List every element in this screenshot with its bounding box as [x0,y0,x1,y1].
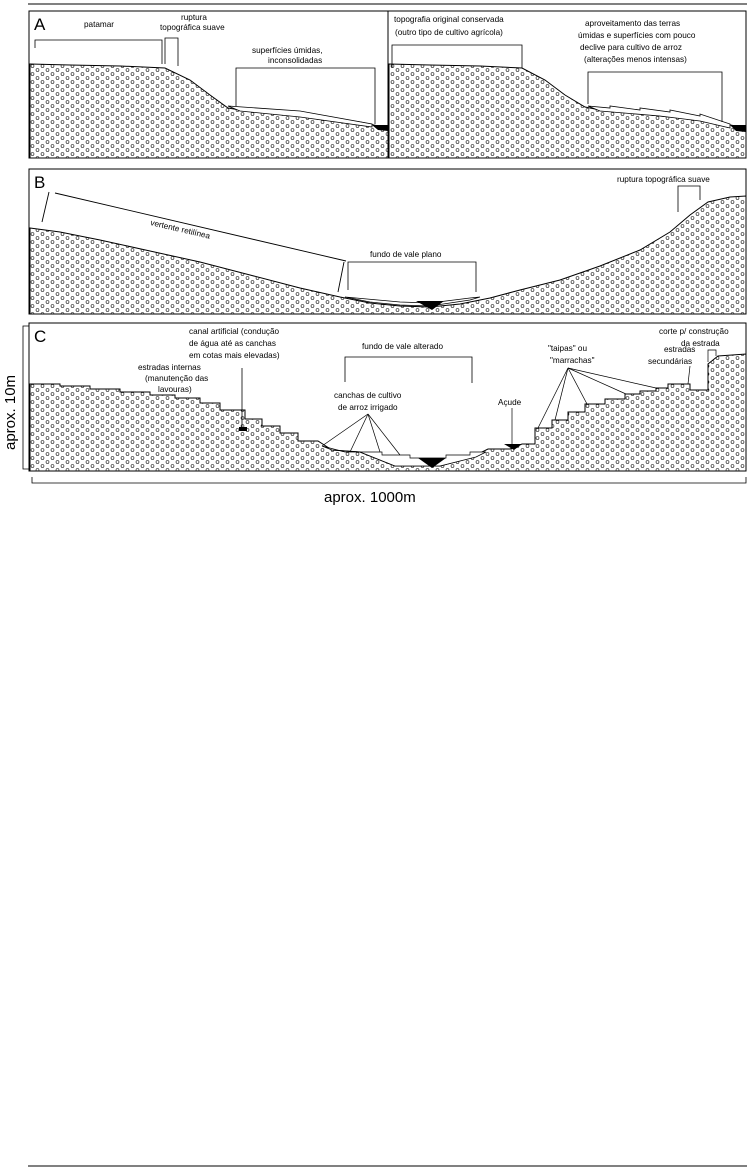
panel-b: B vertente retilínea fundo de vale plano… [28,168,747,315]
label-ruptura-2: topográfica suave [160,23,225,32]
leader-taipas-2 [554,367,569,421]
panel-c-canchas [321,445,487,467]
panel-c-acude [504,444,522,450]
label-estradas-sec-1: estradas [664,345,695,354]
panel-a-right-terraces [587,105,731,129]
label-umidas-2: inconsolidadas [268,56,322,65]
bracket-fundo-alterado [344,356,473,383]
label-topografia-2: (outro tipo de cultivo agrícola) [395,28,503,37]
leader-taipas-4 [567,367,627,395]
bracket-aproveitamento [587,71,723,122]
leader-canchas-1 [321,413,369,447]
panel-b-letter: B [34,173,45,192]
label-scale-vertical: aprox. 10m [2,375,19,450]
bracket-fundo-plano [347,261,477,292]
vertente-tick-right [337,261,345,293]
label-fundo-alterado: fundo de vale alterado [362,342,443,351]
bracket-topografia [391,44,523,68]
label-aproveitamento-3: declive para cultivo de arroz [580,43,682,52]
label-topografia-1: topografia original conservada [394,15,504,24]
label-corte-2: da estrada [681,339,720,348]
bracket-ruptura-b [677,185,701,212]
panel-b-valley-floor [344,296,481,307]
panel-c-stream [418,458,446,468]
leader-canchas-2 [349,413,369,453]
label-scale-horizontal: aprox. 1000m [324,489,416,506]
panel-c-canal [239,427,247,431]
panel-c: C canal artificial (condução de água até… [28,322,747,472]
leader-taipas-3 [567,367,588,405]
scale-vertical: aprox. 10m [2,325,29,470]
label-taipas-2: "marrachas" [550,356,595,365]
panel-a-left-wet-deposit [227,105,373,128]
panel-a-left-terrain [29,63,389,159]
leader-canchas-3 [367,413,381,453]
label-taipas-1: "taipas" ou [548,344,587,353]
label-estradas-internas-1: estradas internas [138,363,201,372]
vertente-line [54,192,347,262]
label-canchas-2: de arroz irrigado [338,403,398,412]
bracket-patamar [34,39,163,64]
label-canal-2: de água até as canchas [189,339,276,348]
panel-b-stream [416,301,444,310]
panel-a-right-water [730,125,746,132]
label-fundo-plano: fundo de vale plano [370,250,442,259]
scale-horizontal: aprox. 1000m [31,477,747,506]
scale-vertical-bracket [22,325,29,470]
label-aproveitamento-1: aproveitamento das terras [585,19,680,28]
panel-a: A patamar ruptura topográfica suave supe… [28,10,747,159]
label-canchas-1: canchas de cultivo [334,391,402,400]
label-ruptura-b: ruptura topográfica suave [617,175,710,184]
label-aproveitamento-2: úmidas e superfícies com pouco [578,31,696,40]
label-canal-3: em cotas mais elevadas) [189,351,280,360]
vertente-tick-left [41,191,50,223]
label-ruptura-1: ruptura [181,13,207,22]
scale-horizontal-bracket [31,477,747,484]
label-acude: Açude [498,398,522,407]
label-corte-1: corte p/ construção [659,327,729,336]
label-patamar: patamar [84,20,114,29]
panel-c-letter: C [34,327,46,346]
panel-a-letter: A [34,15,46,34]
leader-canchas-4 [367,413,401,456]
panel-a-right-terrain [388,63,747,159]
panel-b-terrain [29,195,747,315]
leader-taipas-5 [567,367,657,389]
label-vertente: vertente retilínea [150,218,212,241]
label-estradas-internas-2: (manutenção das [145,374,208,383]
panel-c-terrain [29,353,747,472]
bracket-ruptura [164,37,179,66]
bracket-corte [707,349,717,362]
label-estradas-internas-3: lavouras) [158,385,192,394]
bracket-umidas [235,67,376,124]
label-canal-1: canal artificial (condução [189,327,280,336]
label-estradas-sec-2: secundárias [648,357,692,366]
label-umidas-1: superfícies úmidas, [252,46,323,55]
leader-taipas-1 [537,367,569,429]
label-aproveitamento-4: (alterações menos intensas) [584,55,687,64]
panel-a-left-water [372,125,388,131]
leader-estradas-sec [687,365,691,385]
